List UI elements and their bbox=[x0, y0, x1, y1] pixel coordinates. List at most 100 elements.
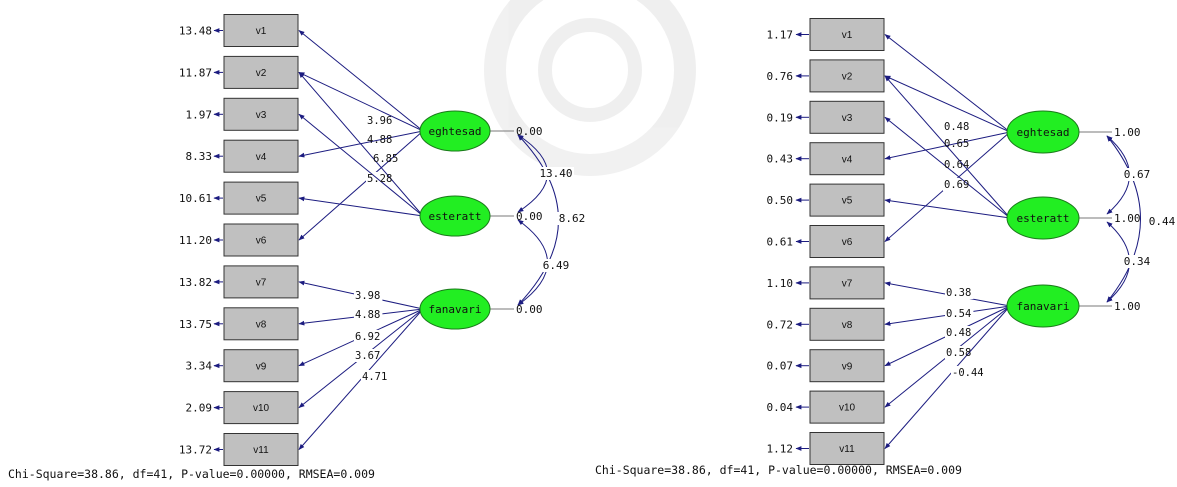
loading-value-fanavari-v10: 0.58 bbox=[946, 347, 971, 359]
error-value-v10: 0.04 bbox=[767, 401, 794, 414]
latent-eghtesad bbox=[1006, 110, 1080, 154]
loading-value-fanavari-v9: 6.92 bbox=[355, 331, 380, 343]
loading-label-bg bbox=[372, 152, 401, 165]
observed-label-v1: v1 bbox=[256, 26, 267, 37]
observed-label-v3: v3 bbox=[256, 110, 267, 121]
covariance-value-eghtesad_esteratt: 0.67 bbox=[1124, 168, 1151, 181]
latent-label-fanavari: fanavari bbox=[1017, 300, 1070, 313]
loading-value-fanavari-v9: 0.48 bbox=[946, 327, 971, 339]
loading-arrow-esteratt-v2 bbox=[884, 75, 1011, 219]
error-value-v7: 13.82 bbox=[179, 276, 212, 289]
observed-label-v7: v7 bbox=[256, 278, 267, 289]
covariance-value-eghtesad_fanavari: 0.44 bbox=[1149, 215, 1176, 228]
loading-arrow-eghtesad-v2 bbox=[884, 75, 1011, 133]
observed-label-v3: v3 bbox=[842, 113, 853, 124]
loading-arrow-eghtesad-v1 bbox=[884, 34, 1011, 133]
loading-value-fanavari-v8: 4.88 bbox=[355, 309, 380, 321]
latent-label-esteratt: esteratt bbox=[429, 210, 482, 223]
loading-label-bg bbox=[354, 349, 383, 362]
loading-arrow-esteratt-v3 bbox=[298, 113, 424, 217]
observed-label-v9: v9 bbox=[842, 361, 853, 372]
covariance-label-bg bbox=[538, 167, 574, 180]
loading-value-eghtesad-v4: 0.64 bbox=[944, 159, 969, 171]
loading-arrow-eghtesad-v6 bbox=[298, 130, 424, 241]
observed-label-v9: v9 bbox=[256, 361, 267, 372]
latent-label-eghtesad: eghtesad bbox=[429, 125, 482, 138]
loading-label-bg bbox=[354, 289, 383, 302]
observed-box-v2 bbox=[809, 59, 885, 93]
error-value-v8: 13.75 bbox=[179, 318, 212, 331]
error-value-v2: 0.76 bbox=[767, 70, 794, 83]
loading-label-bg bbox=[943, 158, 972, 171]
observed-label-v5: v5 bbox=[842, 196, 853, 207]
loading-arrow-eghtesad-v1 bbox=[298, 30, 424, 132]
observed-label-v7: v7 bbox=[842, 279, 853, 290]
latent-variance-esteratt: 0.00 bbox=[516, 210, 543, 223]
loading-value-eghtesad-v4: 6.85 bbox=[373, 153, 398, 165]
latent-label-eghtesad: eghtesad bbox=[1017, 126, 1070, 139]
loading-arrow-esteratt-v5 bbox=[884, 198, 1011, 219]
latent-label-esteratt: esteratt bbox=[1017, 212, 1070, 225]
covariance-value-eghtesad_fanavari: 8.62 bbox=[559, 212, 586, 225]
error-value-v6: 11.20 bbox=[179, 234, 212, 247]
loading-value-fanavari-v7: 0.38 bbox=[946, 287, 971, 299]
watermark-emblem bbox=[484, 0, 696, 176]
observed-label-v8: v8 bbox=[256, 319, 267, 330]
latent-variance-fanavari: 0.00 bbox=[516, 303, 543, 316]
covariance-value-esteratt_fanavari: 6.49 bbox=[543, 259, 570, 272]
covariance-value-eghtesad_esteratt: 13.40 bbox=[539, 167, 572, 180]
error-value-v1: 1.17 bbox=[767, 29, 794, 42]
observed-box-v5 bbox=[809, 183, 885, 217]
observed-label-v11: v11 bbox=[839, 444, 855, 455]
error-value-v4: 0.43 bbox=[767, 153, 794, 166]
observed-label-v1: v1 bbox=[842, 30, 853, 41]
observed-box-v10 bbox=[223, 391, 299, 425]
error-value-v6: 0.61 bbox=[767, 236, 794, 249]
error-value-v4: 8.33 bbox=[186, 150, 213, 163]
loading-label-bg bbox=[945, 286, 974, 299]
latent-esteratt bbox=[419, 195, 491, 237]
loading-arrow-esteratt-v5 bbox=[298, 196, 424, 217]
observed-label-v2: v2 bbox=[842, 72, 853, 83]
error-value-v8: 0.72 bbox=[767, 318, 794, 331]
loading-label-bg bbox=[366, 114, 395, 127]
observed-box-v10 bbox=[809, 390, 885, 424]
loading-value-eghtesad-v2: 4.88 bbox=[367, 134, 392, 146]
error-value-v7: 1.10 bbox=[767, 277, 794, 290]
observed-box-v11 bbox=[223, 433, 299, 466]
error-value-v11: 1.12 bbox=[767, 443, 794, 456]
loading-value-eghtesad-v1: 0.48 bbox=[944, 121, 969, 133]
observed-box-v6 bbox=[223, 223, 299, 257]
observed-box-v9 bbox=[809, 349, 885, 383]
loading-value-eghtesad-v1: 3.96 bbox=[367, 115, 392, 127]
covariance-label-bg bbox=[1147, 215, 1177, 228]
loading-arrow-esteratt-v2 bbox=[298, 71, 424, 217]
covariance-value-esteratt_fanavari: 0.34 bbox=[1124, 255, 1151, 268]
covariance-label-bg bbox=[541, 259, 571, 272]
loading-value-eghtesad-v2: 0.65 bbox=[944, 138, 969, 150]
observed-label-v6: v6 bbox=[842, 237, 853, 248]
error-value-v5: 10.61 bbox=[179, 192, 212, 205]
loading-value-fanavari-v10: 3.67 bbox=[355, 350, 380, 362]
observed-label-v11: v11 bbox=[253, 445, 269, 456]
loading-label-bg bbox=[354, 308, 383, 321]
error-value-v3: 0.19 bbox=[767, 111, 794, 124]
observed-label-v8: v8 bbox=[842, 320, 853, 331]
loading-label-bg bbox=[945, 307, 974, 320]
covariance-label-bg bbox=[1122, 168, 1152, 181]
loading-value-fanavari-v11: -0.44 bbox=[952, 367, 984, 379]
observed-box-v5 bbox=[223, 181, 299, 215]
observed-box-v3 bbox=[809, 100, 885, 134]
latent-variance-fanavari: 1.00 bbox=[1114, 300, 1141, 313]
observed-label-v5: v5 bbox=[256, 194, 267, 205]
observed-box-v4 bbox=[809, 142, 885, 176]
observed-box-v4 bbox=[223, 139, 299, 173]
latent-variance-eghtesad: 1.00 bbox=[1114, 126, 1141, 139]
observed-box-v9 bbox=[223, 349, 299, 383]
observed-box-v2 bbox=[223, 55, 299, 89]
fit-statistics-left: Chi-Square=38.86, df=41, P-value=0.00000… bbox=[8, 467, 375, 481]
loading-value-fanavari-v7: 3.98 bbox=[355, 290, 380, 302]
covariance-label-bg bbox=[557, 212, 587, 225]
observed-box-v8 bbox=[809, 307, 885, 341]
